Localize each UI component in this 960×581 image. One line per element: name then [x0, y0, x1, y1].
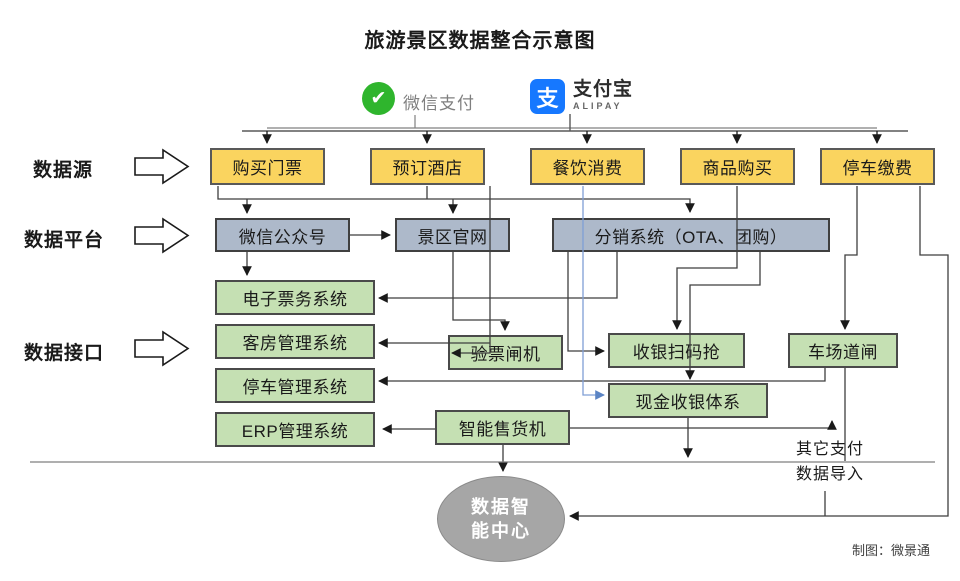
- node-wechat-official-account: 微信公众号: [215, 218, 350, 252]
- node-cash-register-system: 现金收银体系: [608, 383, 768, 418]
- other-payment-line1: 其它支付: [795, 441, 864, 458]
- node-scenic-official-website: 景区官网: [395, 218, 510, 252]
- stage-arrow-icons: [134, 148, 190, 367]
- label-data-interface: 数据接口: [24, 343, 105, 364]
- credit-label: 制图：微景通: [852, 543, 931, 558]
- data-center-line1: 数据智: [471, 497, 531, 517]
- label-data-platform: 数据平台: [24, 230, 105, 251]
- other-payment-line2: 数据导入: [795, 466, 864, 483]
- check-icon: ✔: [370, 88, 387, 109]
- other-payment-import-label: 其它支付 数据导入: [780, 437, 880, 487]
- edge-to-eticket-right: [378, 252, 618, 303]
- edge-sources-to-distribution: [217, 186, 695, 213]
- node-data-intelligence-center: 数据智 能中心: [437, 476, 565, 562]
- data-center-line2: 能中心: [471, 521, 531, 541]
- node-goods-purchase: 商品购买: [680, 148, 795, 185]
- edge-vending-to-cash: [570, 420, 837, 430]
- right-arrow-icon: [134, 148, 190, 185]
- right-arrow-icon: [134, 330, 190, 367]
- payment-bus-lines: [242, 114, 908, 144]
- node-smart-vending-machine: 智能售货机: [435, 410, 570, 445]
- edge-hotel-to-gate-left: [451, 186, 491, 358]
- node-parking-payment: 停车缴费: [820, 148, 935, 185]
- alipay-icon: 支: [530, 79, 565, 114]
- alipay-name: 支付宝: [573, 79, 634, 100]
- page-title: 旅游景区数据整合示意图: [364, 30, 596, 52]
- node-dining-consumption: 餐饮消费: [530, 148, 645, 185]
- node-parking-barrier-gate: 车场道闸: [788, 333, 898, 368]
- edge-parkingpay-to-barrier: [840, 186, 858, 330]
- right-arrow-icon: [134, 217, 190, 254]
- edge-distribution-to-scanner-left: [567, 252, 605, 356]
- node-cashier-scan-gun: 收银扫码抢: [608, 333, 745, 368]
- node-parking-mgmt-system: 停车管理系统: [215, 368, 375, 403]
- node-distribution-system: 分销系统（OTA、团购）: [552, 218, 830, 252]
- node-room-mgmt-system: 客房管理系统: [215, 324, 375, 359]
- node-book-hotel: 预订酒店: [370, 148, 485, 185]
- edge-website-to-gate-top: [452, 252, 510, 331]
- wechat-pay-icon: ✔: [362, 82, 395, 115]
- node-eticket-system: 电子票务系统: [215, 280, 375, 315]
- label-data-source: 数据源: [33, 160, 94, 181]
- node-purchase-ticket: 购买门票: [210, 148, 325, 185]
- alipay-subtitle: ALIPAY: [573, 101, 623, 111]
- alipay-label: 支付宝 ALIPAY: [573, 80, 633, 111]
- wechat-pay-label: 微信支付: [403, 94, 475, 113]
- edge-goods-to-scanner-top: [672, 186, 738, 330]
- alipay-glyph: 支: [536, 85, 559, 111]
- node-ticket-gate: 验票闸机: [448, 335, 563, 370]
- node-erp-system: ERP管理系统: [215, 412, 375, 447]
- edge-barrier-to-parking-mgmt: [378, 368, 826, 386]
